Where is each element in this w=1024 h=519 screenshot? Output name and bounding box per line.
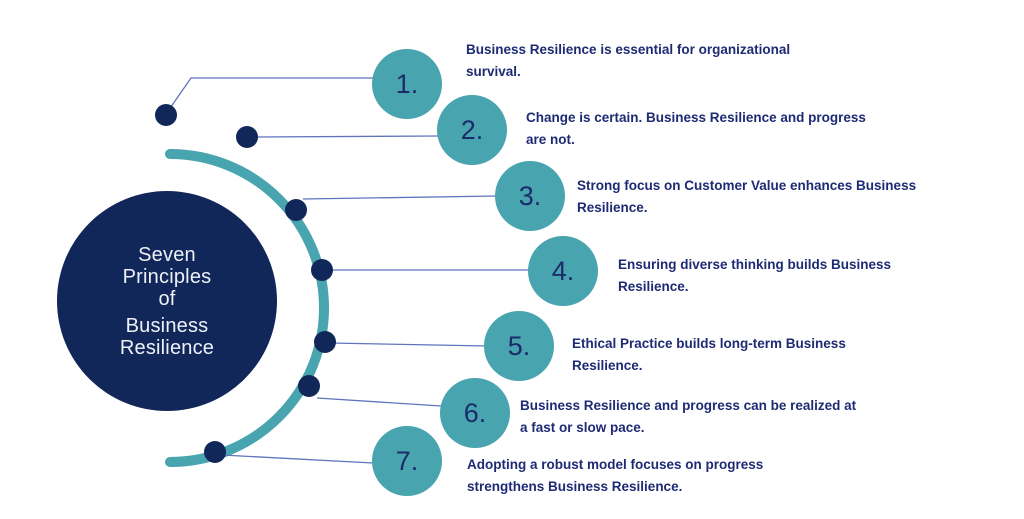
hub-title-line: Resilience	[119, 336, 215, 359]
anchor-dot-7	[204, 441, 226, 463]
principle-text-7-line-1: Adopting a robust model focuses on progr…	[467, 457, 764, 472]
principle-text-1-line-2: survival.	[466, 64, 521, 79]
hub-circle: Seven Principles of Business Resilience	[57, 191, 277, 411]
principle-text-4-line-1: Ensuring diverse thinking builds Busines…	[618, 257, 892, 272]
connector-line-2	[251, 135, 441, 138]
anchor-dot-6	[298, 375, 320, 397]
anchor-dot-4	[311, 259, 333, 281]
principle-text-6: Business Resilience and progress can be …	[520, 395, 856, 439]
principle-text-4: Ensuring diverse thinking builds Busines…	[618, 254, 891, 298]
hub-title-line: Seven	[138, 243, 196, 266]
connector-line-3	[302, 195, 498, 200]
principle-text-4-line-2: Resilience.	[618, 279, 689, 294]
principle-text-6-line-1: Business Resilience and progress can be …	[520, 398, 857, 413]
hub-title-line: of	[158, 287, 176, 310]
principle-text-1: Business Resilience is essential for org…	[466, 39, 790, 83]
number-bubble-7: 7.	[372, 426, 442, 496]
connector-line-7	[221, 454, 374, 464]
principle-text-5: Ethical Practice builds long-term Busine…	[572, 333, 846, 377]
number-bubble-3: 3.	[495, 161, 565, 231]
connector-line-6	[316, 397, 442, 407]
connector-line-5	[329, 342, 489, 347]
number-bubble-4: 4.	[528, 236, 598, 306]
principle-text-2-line-1: Change is certain. Business Resilience a…	[526, 110, 866, 125]
anchor-dot-2	[236, 126, 258, 148]
principle-text-3: Strong focus on Customer Value enhances …	[577, 175, 916, 219]
connector-line-1	[165, 77, 374, 115]
anchor-dot-1	[155, 104, 177, 126]
principle-text-5-line-1: Ethical Practice builds long-term Busine…	[572, 336, 846, 351]
anchor-dot-3	[285, 199, 307, 221]
principle-text-5-line-2: Resilience.	[572, 358, 643, 373]
arc-ring	[165, 149, 329, 467]
principle-text-6-line-2: a fast or slow pace.	[520, 420, 645, 435]
principle-text-7-line-2: strengthens Business Resilience.	[467, 479, 683, 494]
anchor-dot-5	[314, 331, 336, 353]
number-bubble-5: 5.	[484, 311, 554, 381]
number-bubble-6: 6.	[440, 378, 510, 448]
number-bubble-1: 1.	[372, 49, 442, 119]
principle-text-2: Change is certain. Business Resilience a…	[526, 107, 866, 151]
number-bubble-2: 2.	[437, 95, 507, 165]
principle-text-3-line-1: Strong focus on Customer Value enhances …	[577, 178, 917, 193]
hub-title-line: Principles	[122, 265, 212, 288]
principle-text-7: Adopting a robust model focuses on progr…	[467, 454, 763, 498]
principle-text-1-line-1: Business Resilience is essential for org…	[466, 42, 791, 57]
principle-text-2-line-2: are not.	[526, 132, 575, 147]
hub-title-line: Business	[125, 314, 209, 337]
principle-text-3-line-2: Resilience.	[577, 200, 648, 215]
